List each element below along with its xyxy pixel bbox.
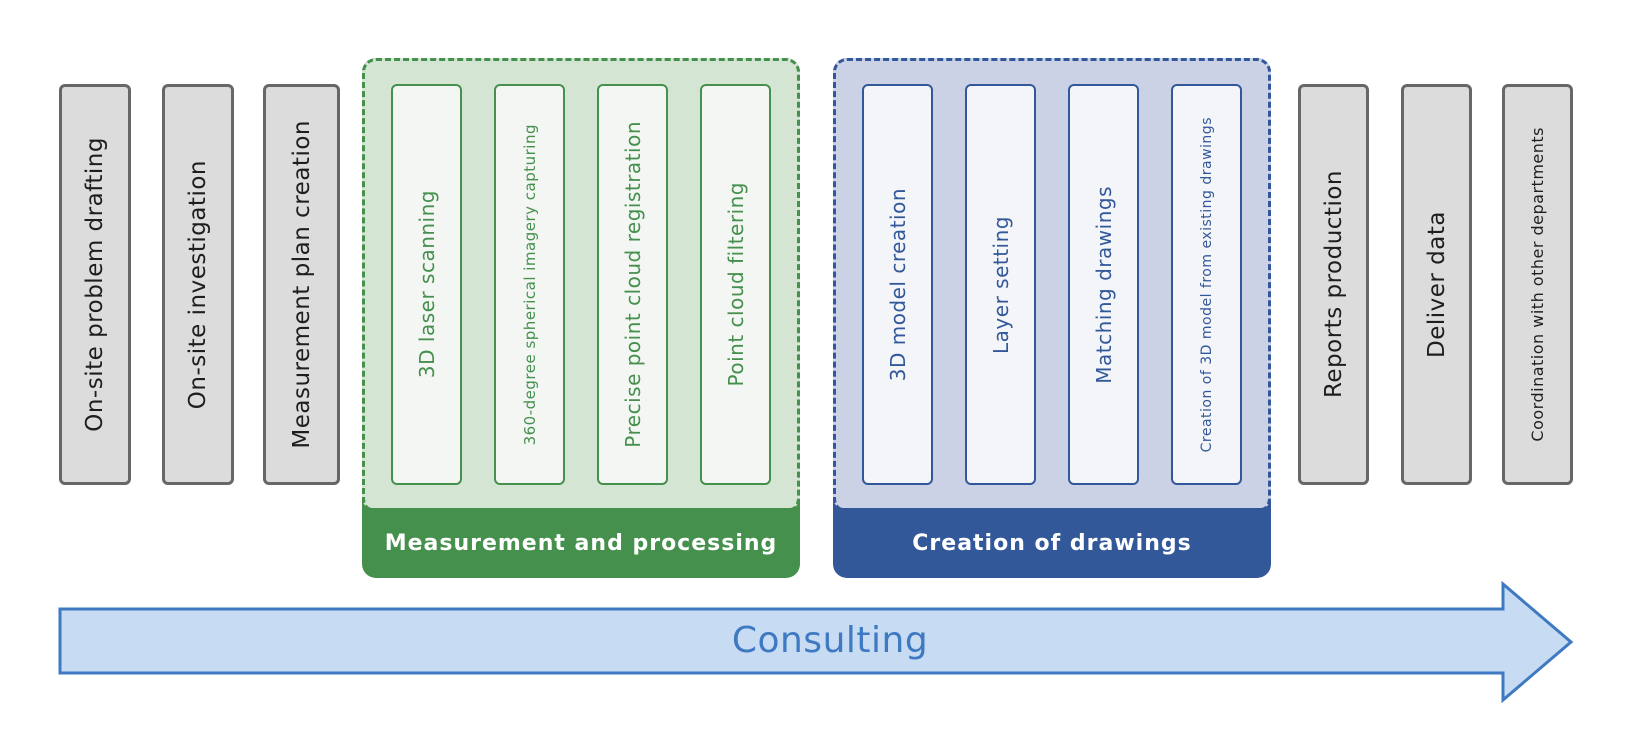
group-creation-of-drawings: 3D model creation Layer setting Matching… (833, 58, 1271, 578)
step-reports-production: Reports production (1298, 84, 1369, 485)
group-title: Measurement and processing (384, 530, 778, 556)
step-coordination-with-other-departments: Coordination with other departments (1502, 84, 1573, 485)
step-on-site-problem-drafting: On-site problem drafting (59, 84, 131, 485)
step-deliver-data: Deliver data (1401, 84, 1472, 485)
step-on-site-investigation: On-site investigation (162, 84, 234, 485)
step-3d-laser-scanning: 3D laser scanning (391, 84, 462, 485)
step-point-cloud-filtering: Point cloud filtering (700, 84, 771, 485)
group-title: Creation of drawings (912, 530, 1192, 556)
step-matching-drawings: Matching drawings (1068, 84, 1139, 485)
arrow-shape (58, 580, 1574, 704)
step-3d-model-creation: 3D model creation (862, 84, 933, 485)
step-measurement-plan-creation: Measurement plan creation (263, 84, 340, 485)
group-measurement-and-processing: 3D laser scanning 360-degree spherical i… (362, 58, 800, 578)
step-precise-point-cloud-registration: Precise point cloud registration (597, 84, 668, 485)
step-360-spherical-imagery: 360-degree spherical imagery capturing (494, 84, 565, 485)
step-3d-model-from-existing-drawings: Creation of 3D model from existing drawi… (1171, 84, 1242, 485)
consulting-label: Consulting (731, 620, 929, 661)
step-layer-setting: Layer setting (965, 84, 1036, 485)
